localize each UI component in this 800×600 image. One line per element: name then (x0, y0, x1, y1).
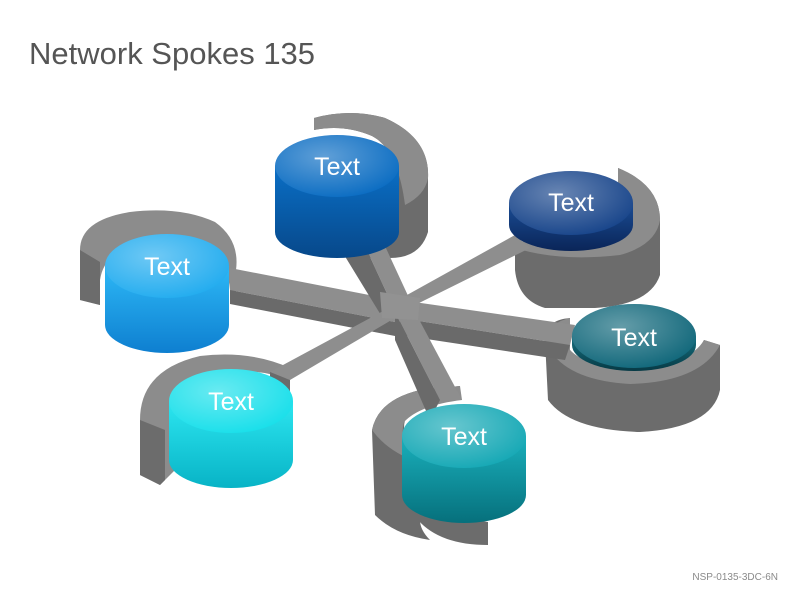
ring-left (80, 210, 237, 305)
node-right-cylinder (572, 304, 696, 371)
node-bottom-cylinder (402, 404, 526, 523)
node-upper-right-cylinder (509, 171, 633, 251)
slide-code: NSP-0135-3DC-6N (692, 572, 778, 583)
node-bottom-label: Text (441, 423, 487, 451)
node-left-label: Text (144, 253, 190, 281)
node-lower-left-label: Text (208, 388, 254, 416)
ring-top (314, 113, 429, 258)
node-top-cylinder (275, 135, 399, 258)
slide-title: Network Spokes 135 (29, 36, 316, 71)
node-upper-right-label: Text (548, 189, 594, 217)
node-left-cylinder (105, 234, 229, 353)
ring-right (545, 318, 720, 432)
node-lower-left-cylinder (169, 369, 293, 488)
node-top-label: Text (314, 153, 360, 181)
node-right-label: Text (611, 324, 657, 352)
